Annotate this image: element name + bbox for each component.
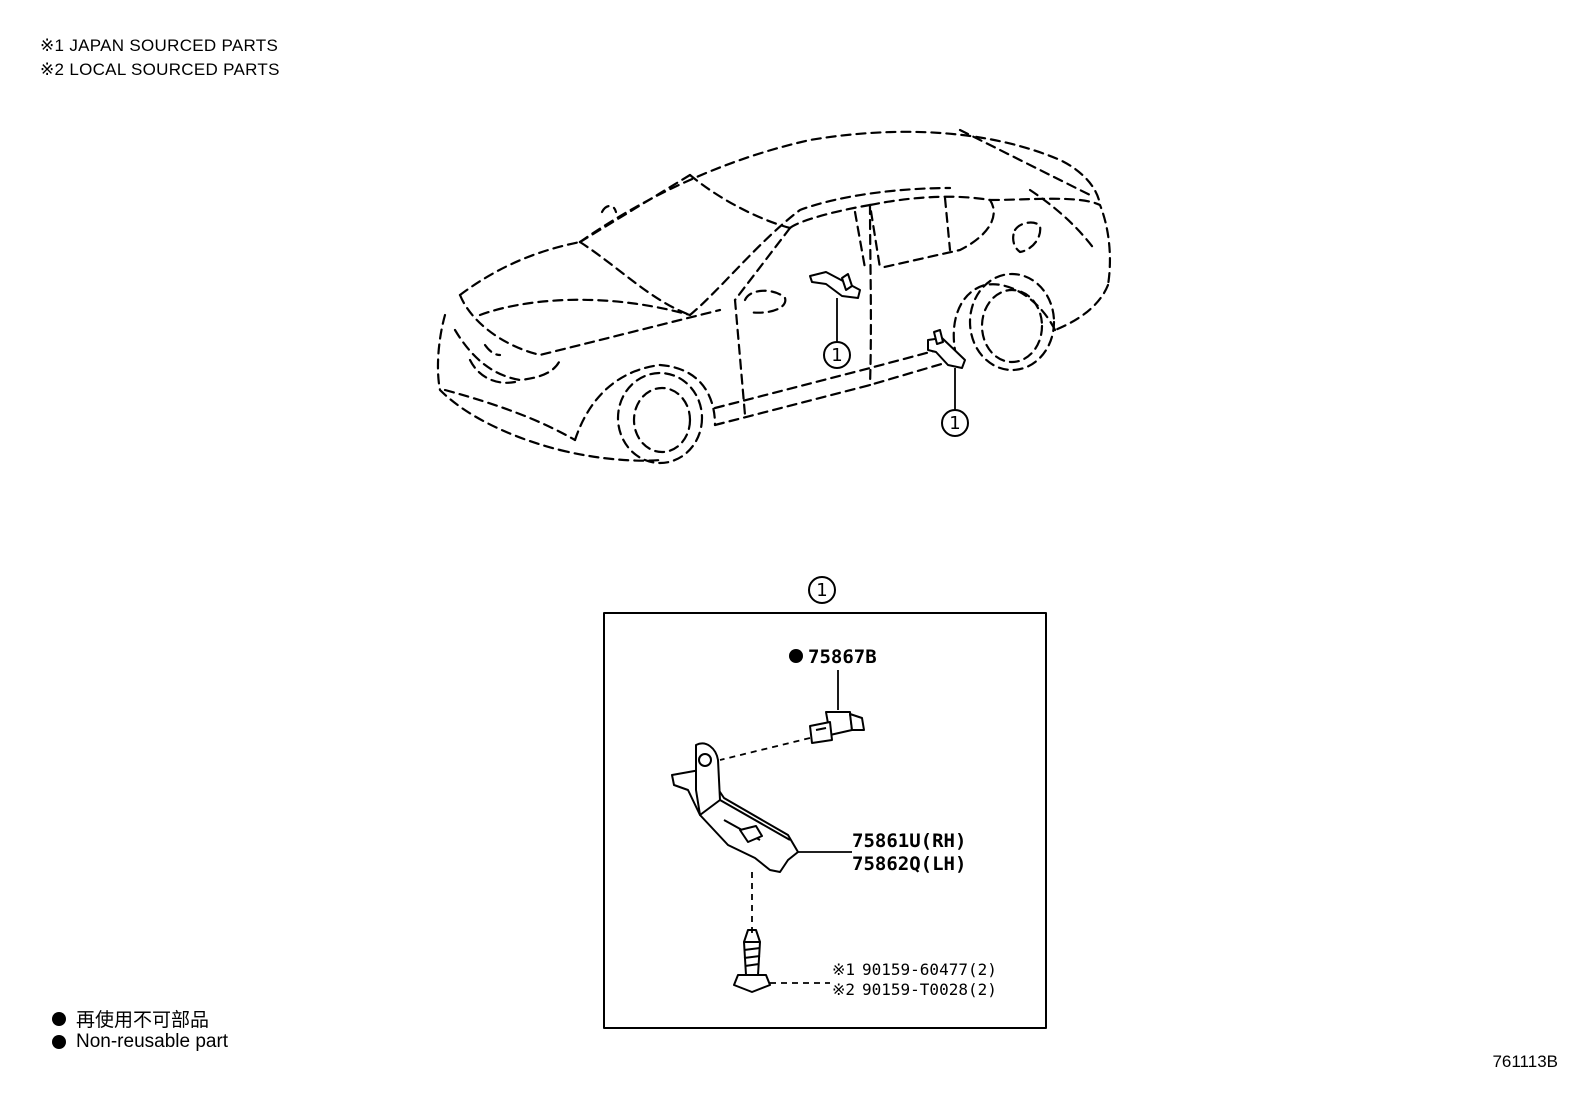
legend-non-reusable-en: Non-reusable part [52,1031,228,1053]
part-label-bracket-lh: 75862Q(LH) [852,853,966,875]
legend-non-reusable-jp: 再使用不可部品 [52,1005,209,1032]
non-reusable-dot-icon [52,1035,66,1049]
non-reusable-mark-clip [789,649,803,663]
part-label-screw-2: 90159-T0028(2) [862,980,997,999]
bracket-part [671,742,799,873]
legend-jp-label: 再使用不可部品 [76,1010,210,1031]
callout-front-label: 1 [831,345,842,366]
clip-part [809,711,865,744]
bracket-location-front [809,271,861,299]
note-japan-sourced: ※1 JAPAN SOURCED PARTS [40,36,279,55]
screw-2-mark: ※2 [832,980,855,999]
screw-part [733,929,771,993]
part-label-screw-1: 90159-60477(2) [862,960,997,979]
detail-callout-label: 1 [816,580,827,601]
detail-box [603,612,1047,1029]
part-label-bracket-rh: 75861U(RH) [852,830,966,852]
non-reusable-dot-icon [52,1011,66,1026]
part-label-clip: 75867B [808,646,877,668]
callout-rear-label: 1 [949,413,960,434]
legend-en-label: Non-reusable part [76,1031,229,1052]
bracket-location-rear [927,329,966,369]
callout-circle-front [823,341,851,369]
detail-callout-circle [808,576,836,604]
callout-circle-rear [941,409,969,437]
diagram-id: 761113B [1492,1052,1558,1071]
note-local-sourced: ※2 LOCAL SOURCED PARTS [40,60,280,79]
screw-1-mark: ※1 [832,960,855,979]
car-outline [436,128,1112,465]
